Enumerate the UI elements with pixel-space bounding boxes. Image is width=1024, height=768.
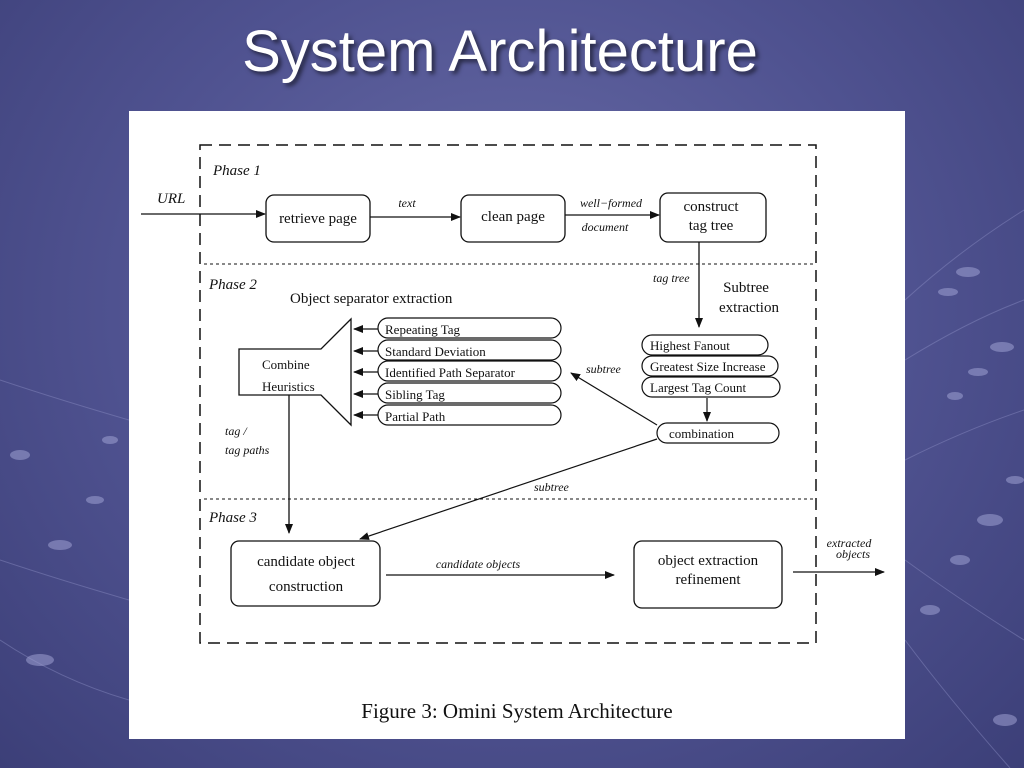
tag-paths-label: tag paths: [225, 443, 270, 457]
heuristic-highest-fanout-box: [641, 334, 769, 356]
extracted-label: extracted: [827, 536, 873, 550]
architecture-diagram: Phase 1 Phase 2 Phase 3 URL retrieve pag…: [141, 144, 885, 644]
subtree-lower-label: subtree: [534, 480, 570, 494]
subtree-upper-arrow: [570, 372, 658, 426]
heuristic-identified-path: Identified Path Separator: [385, 365, 516, 380]
heuristic-standard-deviation-box: [377, 339, 562, 361]
construction-label: construction: [269, 579, 344, 595]
construct-label: construct: [684, 199, 740, 215]
object-extraction-box: [633, 540, 783, 609]
outer-dashed-frame: [199, 144, 817, 644]
text-edge-label: text: [398, 196, 416, 210]
heuristic-sibling-tag-box: [377, 382, 562, 404]
heuristic-repeating-tag: Repeating Tag: [385, 322, 461, 337]
heuristic-highest-fanout: Highest Fanout: [650, 338, 730, 353]
candidate-objects-label: candidate objects: [436, 557, 521, 571]
heuristic-identified-path-box: [377, 360, 562, 382]
heuristic-sibling-tag: Sibling Tag: [385, 387, 445, 402]
figure-panel: Phase 1 Phase 2 Phase 3 URL retrieve pag…: [129, 111, 905, 739]
phase-1-label: Phase 1: [212, 163, 261, 179]
object-extraction-label: object extraction: [658, 553, 759, 569]
combine-label: Combine: [262, 357, 310, 372]
heuristic-greatest-size-box: [641, 355, 779, 377]
objects-label: objects: [836, 547, 870, 561]
construct-tag-tree-box: [659, 192, 767, 243]
heuristics-label: Heuristics: [262, 379, 315, 394]
url-label: URL: [157, 191, 185, 207]
heuristic-arrows: [353, 325, 378, 419]
extraction-label: extraction: [719, 300, 779, 316]
combination-box: [656, 422, 780, 444]
heuristic-partial-path: Partial Path: [385, 409, 446, 424]
figure-caption: Figure 3: Omini System Architecture: [361, 699, 673, 723]
subtree-label: Subtree: [723, 280, 769, 296]
refinement-label: refinement: [676, 572, 742, 588]
combination-label: combination: [669, 426, 734, 441]
heuristic-repeating-tag-box: [377, 317, 562, 339]
heuristic-greatest-size: Greatest Size Increase: [650, 359, 766, 374]
heuristic-largest-tag: Largest Tag Count: [650, 380, 746, 395]
heuristic-partial-path-box: [377, 404, 562, 426]
phase-3-label: Phase 3: [208, 510, 257, 526]
candidate-object-box: [230, 540, 381, 607]
heuristic-largest-tag-box: [641, 376, 781, 398]
subtree-upper-label: subtree: [586, 362, 622, 376]
object-separator-label: Object separator extraction: [290, 291, 453, 307]
retrieve-page-label: retrieve page: [279, 211, 357, 227]
clean-page-box: [460, 194, 566, 243]
tag-tree-node-label: tag tree: [689, 218, 734, 234]
heuristic-standard-deviation: Standard Deviation: [385, 344, 486, 359]
well-formed-label: well−formed: [580, 196, 643, 210]
retrieve-page-box: [265, 194, 371, 243]
slide-title: System Architecture: [242, 19, 758, 84]
subtree-lower-arrow: [359, 438, 658, 540]
document-label: document: [582, 220, 629, 234]
clean-page-label: clean page: [481, 209, 545, 225]
combine-heuristics-shape: [238, 317, 352, 427]
tag-slash-label: tag /: [225, 424, 248, 438]
phase-2-label: Phase 2: [208, 277, 257, 293]
candidate-object-label: candidate object: [257, 554, 356, 570]
tag-tree-edge-label: tag tree: [653, 271, 690, 285]
